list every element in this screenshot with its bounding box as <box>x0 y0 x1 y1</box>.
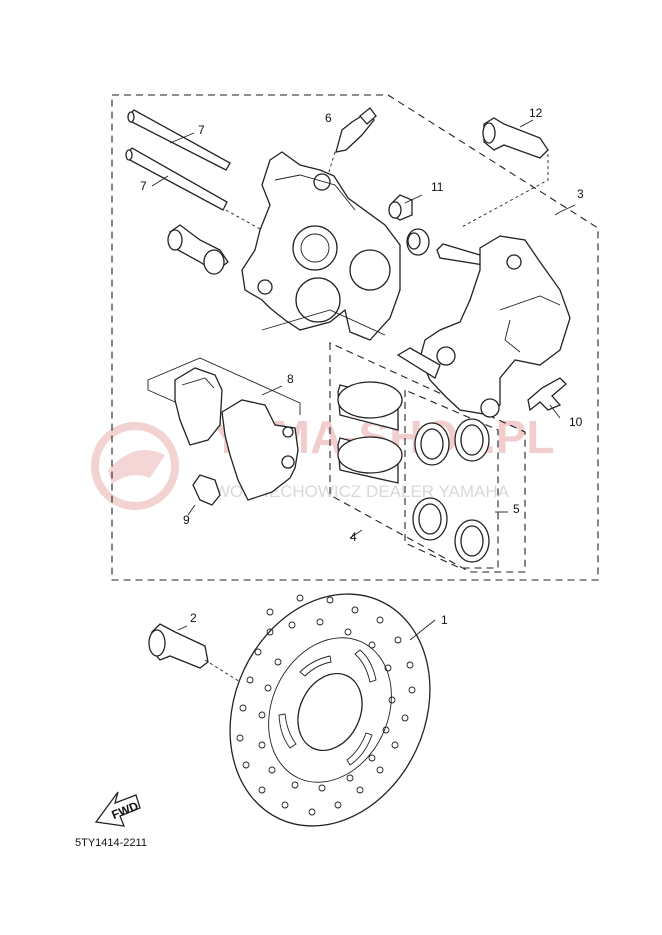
disc-holes <box>236 594 416 816</box>
pin-7-upper <box>127 109 231 171</box>
caliper-assembly-frame <box>111 94 599 581</box>
watermark-tagline: WOJCIECHOWICZ DEALER YAMAHA <box>214 482 510 501</box>
seal-ring-1 <box>414 422 450 466</box>
brake-disc <box>229 593 431 827</box>
leader-pin <box>225 209 331 269</box>
callout-9: 9 <box>183 513 190 527</box>
brake-pad-left <box>174 367 223 446</box>
leader-bolt-12-axis <box>459 154 549 229</box>
callout-6: 6 <box>325 111 332 125</box>
bushing <box>406 228 430 256</box>
pin-7-lower <box>125 147 228 211</box>
leader-8 <box>261 385 283 396</box>
piston-lower <box>337 436 403 484</box>
spring-10 <box>527 377 567 412</box>
leader-7-upper <box>169 132 195 144</box>
leader-12 <box>519 119 534 128</box>
leader-1 <box>409 619 436 641</box>
caliper-bolt <box>167 224 229 275</box>
pad-clip-9 <box>192 474 221 506</box>
leader-11 <box>404 194 423 204</box>
disc-bolt-2 <box>148 623 209 669</box>
disc-slots <box>278 649 377 766</box>
callout-3: 3 <box>577 187 584 201</box>
bolt-12 <box>482 117 549 159</box>
brake-pad-right <box>221 399 299 501</box>
piston-set-frame <box>329 342 526 573</box>
watermark-logo-icon <box>91 422 179 510</box>
leader-2 <box>177 625 188 631</box>
callout-8: 8 <box>287 372 294 386</box>
leader-9 <box>187 504 196 516</box>
piston-upper <box>337 381 403 431</box>
leader-3 <box>554 204 576 216</box>
fwd-arrow-icon: FWD <box>94 791 141 827</box>
callout-7: 7 <box>140 179 147 193</box>
callout-5: 5 <box>513 502 520 516</box>
callout-2: 2 <box>190 611 197 625</box>
bleed-screw-6 <box>335 107 377 153</box>
callout-4: 4 <box>350 530 357 544</box>
callout-12: 12 <box>529 106 543 120</box>
caliper-body <box>241 151 401 341</box>
callout-10: 10 <box>569 415 583 429</box>
caliper-bracket <box>396 235 571 418</box>
callout-1: 1 <box>441 613 448 627</box>
leader-bolt-2-axis <box>204 659 246 686</box>
diagram-code: 5TY1414-2211 <box>75 837 147 849</box>
leader-10 <box>549 404 561 419</box>
seal-ring-2 <box>454 418 490 462</box>
seal-ring-4 <box>454 519 490 563</box>
seal-set-frame <box>404 389 499 569</box>
parts <box>125 107 576 827</box>
leader-7-lower <box>151 175 169 187</box>
leader-pad-axis <box>261 309 386 336</box>
cap-11 <box>388 194 413 221</box>
callout-11: 11 <box>431 180 444 194</box>
seal-ring-3 <box>412 497 448 541</box>
leader-4 <box>349 529 363 539</box>
pad-frame <box>147 357 301 415</box>
callout-7: 7 <box>198 123 205 137</box>
